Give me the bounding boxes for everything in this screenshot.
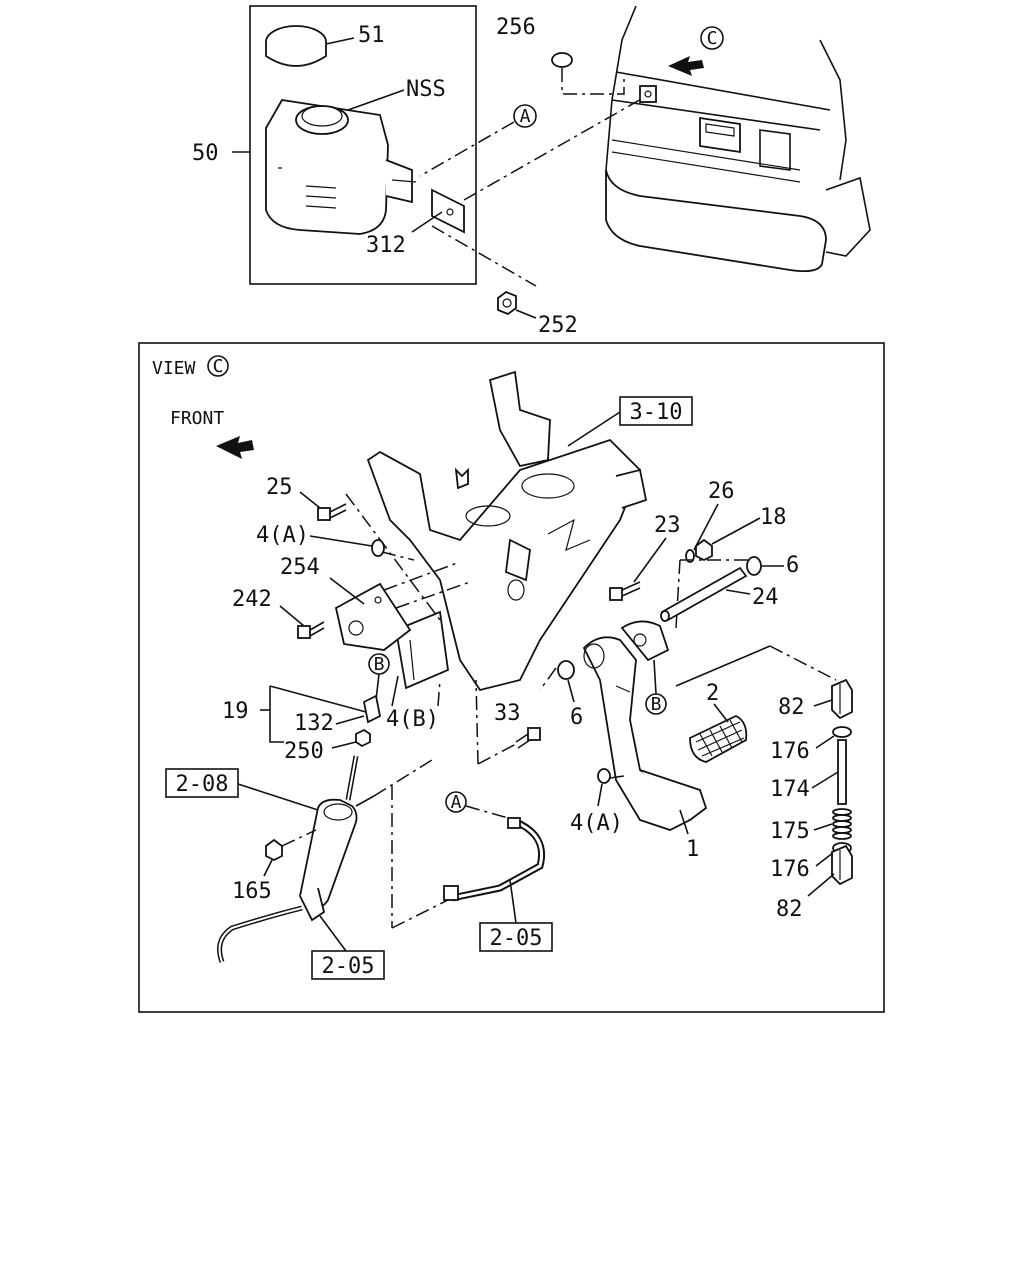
bushing-6-right: [746, 556, 762, 576]
callout-51: 51: [358, 23, 385, 48]
callout-174: 174: [770, 777, 810, 802]
washer-26: [685, 549, 695, 563]
callout-4a-lower: 4(A): [570, 811, 623, 836]
callout-2: 2: [706, 681, 719, 706]
callout-82-upper: 82: [778, 695, 805, 720]
pedal-pad-2: [689, 714, 748, 763]
reservoir-cap: [265, 25, 327, 67]
ref-box-3-10: [619, 396, 693, 426]
reservoir-tank: [264, 99, 417, 235]
clip-4a-lower: [597, 768, 611, 784]
callout-1: 1: [686, 837, 699, 862]
clevis-82-upper: [831, 678, 853, 720]
nut-165: [265, 838, 283, 862]
spring-175: [832, 808, 852, 840]
rod-174: [837, 739, 847, 805]
svg-text:2-08: 2-08: [176, 772, 229, 797]
ref-box-2-05-left: [311, 950, 385, 980]
view-c-frame: [138, 342, 885, 1013]
callout-82-lower: 82: [776, 897, 803, 922]
marker-A-lower: [445, 791, 467, 813]
svg-text:3-10: 3-10: [630, 400, 683, 425]
svg-text:A: A: [451, 792, 462, 813]
svg-text:B: B: [651, 694, 662, 715]
callout-252: 252: [538, 313, 578, 338]
plug-256: [551, 52, 573, 68]
view-title-marker: C: [213, 356, 224, 377]
callout-4b: 4(B): [386, 707, 439, 732]
nut-250: [355, 728, 371, 748]
callout-254: 254: [280, 555, 320, 580]
view-arrow-icon: [668, 56, 704, 76]
callout-4a-upper: 4(A): [256, 523, 309, 548]
callout-24: 24: [752, 585, 779, 610]
callout-256: 256: [496, 15, 536, 40]
clip-4a-upper: [371, 539, 385, 557]
bolt-23: [609, 581, 641, 601]
callout-19: 19: [222, 699, 249, 724]
callout-33: 33: [494, 701, 521, 726]
clevis-132: [362, 694, 382, 724]
front-arrow-icon: [216, 436, 254, 459]
svg-text:2-05: 2-05: [490, 926, 543, 951]
nut-18: [695, 538, 713, 562]
callout-165: 165: [232, 879, 272, 904]
marker-A-top: [513, 104, 537, 128]
clevis-82-lower: [831, 844, 853, 886]
callout-312: 312: [366, 233, 406, 258]
washer-176-upper: [832, 726, 852, 738]
callout-25: 25: [266, 475, 293, 500]
bracket-254: [334, 582, 412, 651]
clutch-pedal-arm: [582, 620, 708, 831]
nut-252: [497, 290, 517, 316]
front-label: FRONT: [170, 408, 224, 429]
callout-242: 242: [232, 587, 272, 612]
bracket-312: [431, 188, 465, 234]
truck-cab-front: [605, 5, 871, 273]
bolt-25: [317, 503, 347, 521]
reservoir-hose: [443, 817, 545, 902]
marker-C-top: [700, 26, 724, 50]
callout-26: 26: [708, 479, 735, 504]
callout-6-right: 6: [786, 553, 799, 578]
callout-176-lower: 176: [770, 857, 810, 882]
callout-176-upper: 176: [770, 739, 810, 764]
bushing-6-left: [557, 660, 575, 680]
ref-box-2-08: [165, 768, 239, 798]
callout-50: 50: [192, 141, 219, 166]
callout-175: 175: [770, 819, 810, 844]
callout-6-left: 6: [570, 705, 583, 730]
callout-132: 132: [294, 711, 334, 736]
svg-text:2-05: 2-05: [322, 954, 375, 979]
master-cylinder: [217, 795, 375, 963]
shaft-24: [660, 566, 748, 622]
svg-text:C: C: [707, 28, 718, 49]
svg-text:A: A: [520, 106, 531, 127]
reservoir-box: [249, 5, 477, 285]
bolt-33: [515, 727, 541, 749]
view-title: VIEW: [152, 358, 196, 379]
svg-text:B: B: [374, 654, 385, 675]
callout-250: 250: [284, 739, 324, 764]
callout-18: 18: [760, 505, 787, 530]
callout-NSS: NSS: [406, 77, 446, 102]
callout-23: 23: [654, 513, 681, 538]
